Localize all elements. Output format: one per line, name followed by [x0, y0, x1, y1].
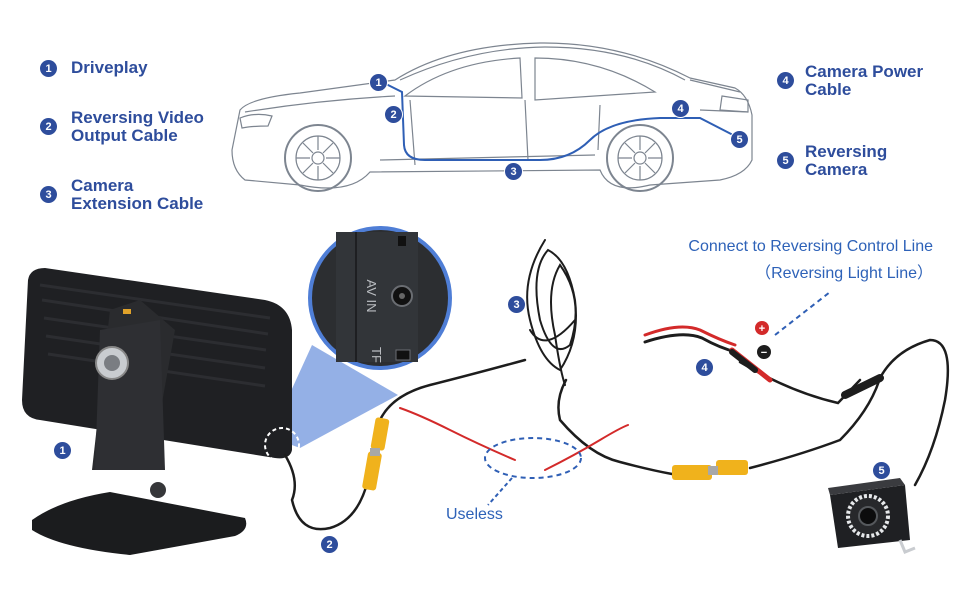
av-port-closeup: AV IN TF — [336, 232, 418, 363]
video-output-cable — [283, 453, 370, 531]
legend-label: Reversing Video — [71, 108, 204, 127]
legend-item-camera-extension-cable: 3 Camera Extension Cable — [40, 177, 203, 213]
legend-number: 4 — [777, 72, 794, 89]
legend-number: 2 — [40, 118, 57, 135]
legend-label: Cable — [805, 80, 852, 99]
zoom-beam — [270, 345, 398, 448]
car-cable-route — [385, 83, 736, 161]
badge-1-monitor: 1 — [53, 441, 72, 460]
car-wheel-front — [284, 124, 352, 192]
legend-item-reversing-camera: 5 Reversing Camera — [777, 143, 887, 179]
power-cable-red — [643, 325, 737, 347]
useless-wire-ellipse — [484, 437, 582, 479]
car-roof-line — [399, 46, 686, 81]
positive-terminal-icon — [755, 321, 769, 335]
legend-label: Reversing — [805, 142, 888, 161]
legend-number: 3 — [40, 186, 57, 203]
legend-label: Extension Cable — [71, 194, 204, 213]
monitor-mount-base — [32, 492, 247, 555]
rca-connector-pair-left — [362, 417, 390, 491]
tf-label: TF — [369, 347, 384, 363]
useless-note: Useless — [446, 506, 503, 523]
red-wire-useless — [399, 407, 629, 471]
legend-label: Camera — [805, 160, 868, 179]
useless-callout-line — [487, 477, 513, 506]
car-window-front — [403, 57, 523, 99]
badge-2-car: 2 — [384, 105, 403, 124]
extension-cable-coil — [526, 239, 577, 386]
car-wheel-rear — [606, 124, 674, 192]
badge-3-cable: 3 — [507, 295, 526, 314]
legend-label: Camera — [71, 176, 134, 195]
connect-reversing-line-note: Connect to Reversing Control Line （Rever… — [645, 238, 933, 283]
legend-label: Driveplay — [71, 58, 148, 77]
legend-item-driveplay: 1 Driveplay — [40, 59, 148, 77]
legend-number: 5 — [777, 152, 794, 169]
av-port-highlight — [264, 427, 300, 463]
car-headlight — [239, 113, 273, 129]
driveplay-monitor — [22, 268, 292, 555]
badge-1-car: 1 — [369, 73, 388, 92]
car-taillight — [719, 95, 749, 113]
badge-2-cable: 2 — [320, 535, 339, 554]
rca-connector-pair-right — [672, 460, 748, 480]
badge-5-camera: 5 — [872, 461, 891, 480]
legend-item-video-output-cable: 2 Reversing Video Output Cable — [40, 109, 204, 145]
badge-3-car: 3 — [504, 162, 523, 181]
car-wireframe — [231, 42, 753, 192]
legend-number: 1 — [40, 60, 57, 77]
car-hood-line — [244, 95, 396, 113]
reversing-camera — [828, 478, 916, 554]
negative-sign: − — [761, 347, 767, 359]
cables — [283, 239, 950, 531]
connect-note-line2: （Reversing Light Line） — [755, 265, 933, 282]
legend-label: Output Cable — [71, 126, 178, 145]
negative-terminal-icon — [757, 345, 771, 359]
car-window-rear — [534, 57, 657, 101]
power-callout-line — [774, 291, 831, 336]
positive-sign: + — [759, 323, 765, 335]
badge-4-car: 4 — [671, 99, 690, 118]
legend-item-camera-power-cable: 4 Camera Power Cable — [777, 63, 923, 99]
av-in-label: AV IN — [364, 280, 379, 313]
badge-5-car: 5 — [730, 130, 749, 149]
connect-note-line1: Connect to Reversing Control Line — [688, 238, 933, 255]
legend-label: Camera Power — [805, 62, 924, 81]
badge-4-cable: 4 — [695, 358, 714, 377]
car-door-line — [409, 99, 601, 166]
